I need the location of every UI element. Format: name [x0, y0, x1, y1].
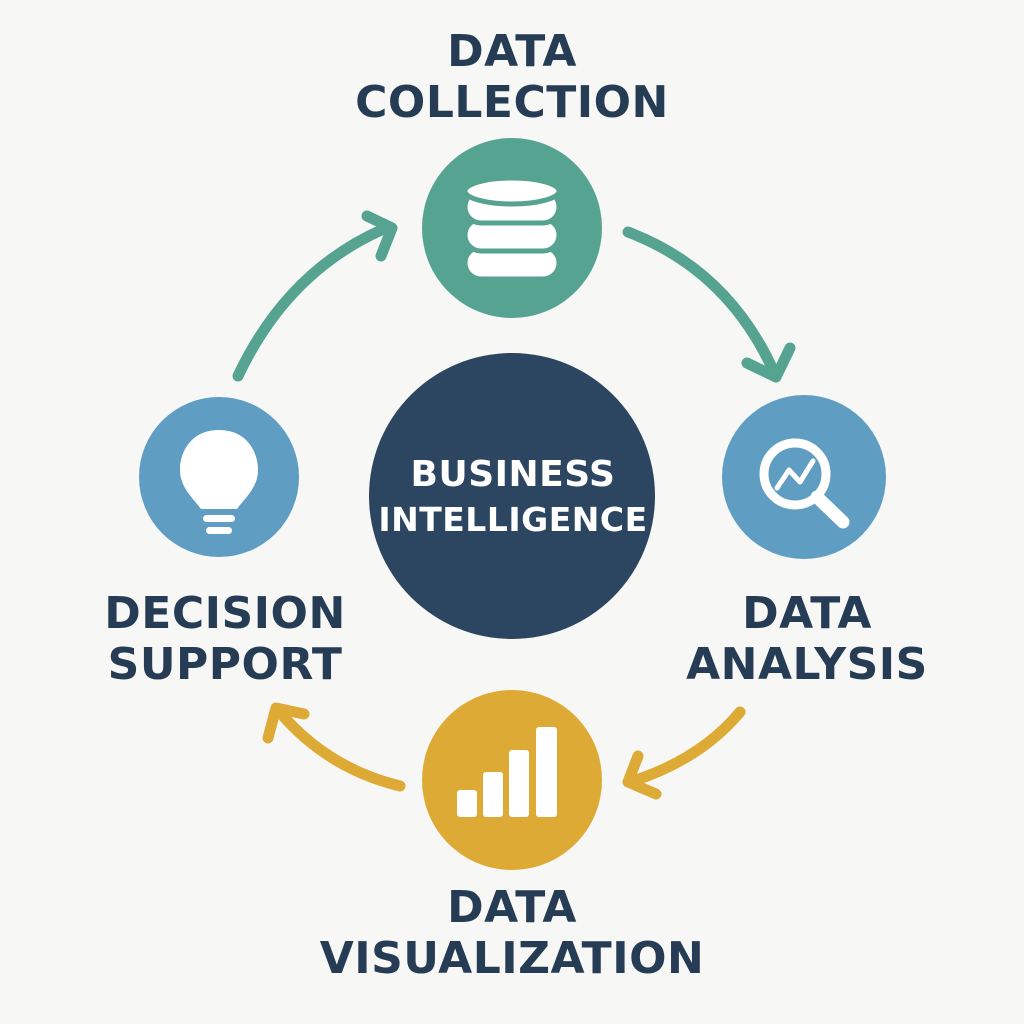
center-circle [369, 353, 655, 639]
arrow-collection-to-analysis [622, 226, 796, 383]
label-data-analysis-line2: ANALYSIS [686, 639, 928, 691]
label-data-collection-line1: DATA [447, 26, 577, 77]
lightbulb-icon [180, 430, 258, 534]
node-data-analysis [722, 395, 886, 559]
label-data-visualization-line2: VISUALIZATION [319, 933, 705, 985]
center-label-line2: INTELLIGENCE [378, 499, 648, 539]
node-data-collection [422, 138, 602, 318]
label-data-visualization: DATA VISUALIZATION [302, 882, 722, 984]
label-decision-support-line1: DECISION [104, 588, 346, 639]
label-data-visualization-line1: DATA [447, 882, 577, 933]
arrow-visualization-to-decision [262, 702, 406, 792]
label-data-analysis-line1: DATA [742, 588, 872, 639]
node-decision-support [139, 397, 299, 557]
database-icon [462, 175, 562, 282]
label-data-analysis: DATA ANALYSIS [672, 588, 942, 690]
arrow-decision-to-collection [232, 210, 398, 382]
center-label: BUSINESS INTELLIGENCE [370, 452, 656, 542]
node-data-visualization [422, 690, 602, 870]
bar-chart-icon [457, 727, 557, 817]
label-data-collection-line2: COLLECTION [355, 77, 669, 129]
label-data-collection: DATA COLLECTION [312, 26, 712, 128]
arrow-analysis-to-visualization [622, 706, 746, 800]
magnifier-trend-icon [759, 438, 850, 529]
center-label-line1: BUSINESS [410, 454, 616, 495]
label-decision-support-line2: SUPPORT [107, 639, 343, 691]
label-decision-support: DECISION SUPPORT [90, 588, 360, 690]
